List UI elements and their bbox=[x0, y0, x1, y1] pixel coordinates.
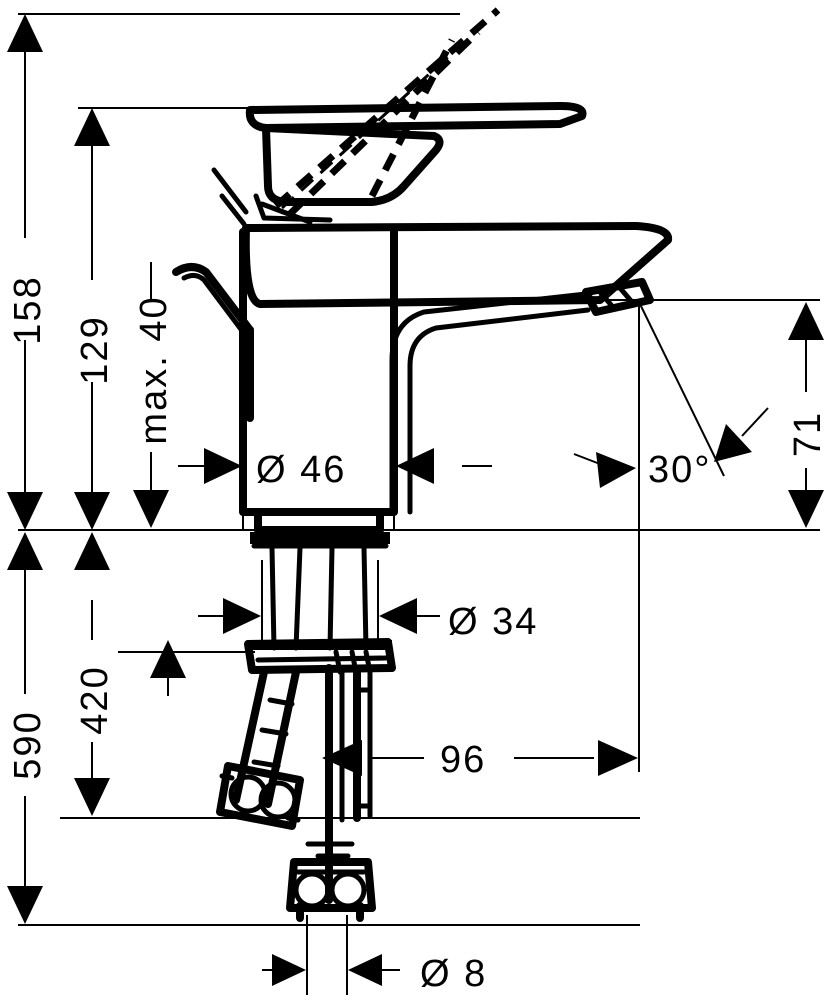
hose-connector-left bbox=[216, 762, 304, 830]
dim-d46-label: Ø 46 bbox=[256, 449, 346, 491]
dimension-129 bbox=[74, 108, 110, 530]
bottom-connector bbox=[286, 837, 376, 922]
dim-158-label: 158 bbox=[7, 275, 49, 344]
dimension-158 bbox=[7, 14, 43, 530]
dimension-30deg bbox=[573, 301, 769, 488]
pop-up-waste-rod bbox=[172, 263, 254, 422]
dimension-d34 bbox=[198, 598, 440, 634]
aerator bbox=[582, 278, 654, 316]
dimension-420-arrow bbox=[150, 640, 186, 696]
dim-590-label: 590 bbox=[7, 710, 49, 779]
dim-30deg-label: 30° bbox=[648, 449, 711, 491]
dim-71-label: 71 bbox=[787, 411, 829, 457]
extension-lines bbox=[18, 13, 820, 995]
dimension-d8 bbox=[262, 954, 400, 986]
dim-d34-label: Ø 34 bbox=[448, 601, 538, 643]
dim-max40-label: max. 40 bbox=[133, 295, 175, 444]
dimension-labels: 158 129 max. 40 Ø 46 Ø 34 30° 71 96 420 … bbox=[7, 275, 829, 995]
dimension-420 bbox=[74, 600, 110, 816]
dim-129-label: 129 bbox=[74, 315, 116, 384]
dimension-d46 bbox=[178, 448, 492, 484]
dimension-max-40 bbox=[133, 262, 169, 528]
dim-d8-label: Ø 8 bbox=[420, 953, 487, 995]
faucet-outline bbox=[172, 7, 673, 922]
mounting-bracket bbox=[244, 638, 396, 675]
threaded-shank bbox=[269, 545, 369, 651]
vertical-dimension-lines bbox=[7, 14, 169, 924]
dimension-590 bbox=[7, 560, 43, 924]
dim-420-label: 420 bbox=[74, 665, 116, 734]
dimension-71 bbox=[788, 302, 824, 528]
dim-96-label: 96 bbox=[440, 739, 486, 781]
